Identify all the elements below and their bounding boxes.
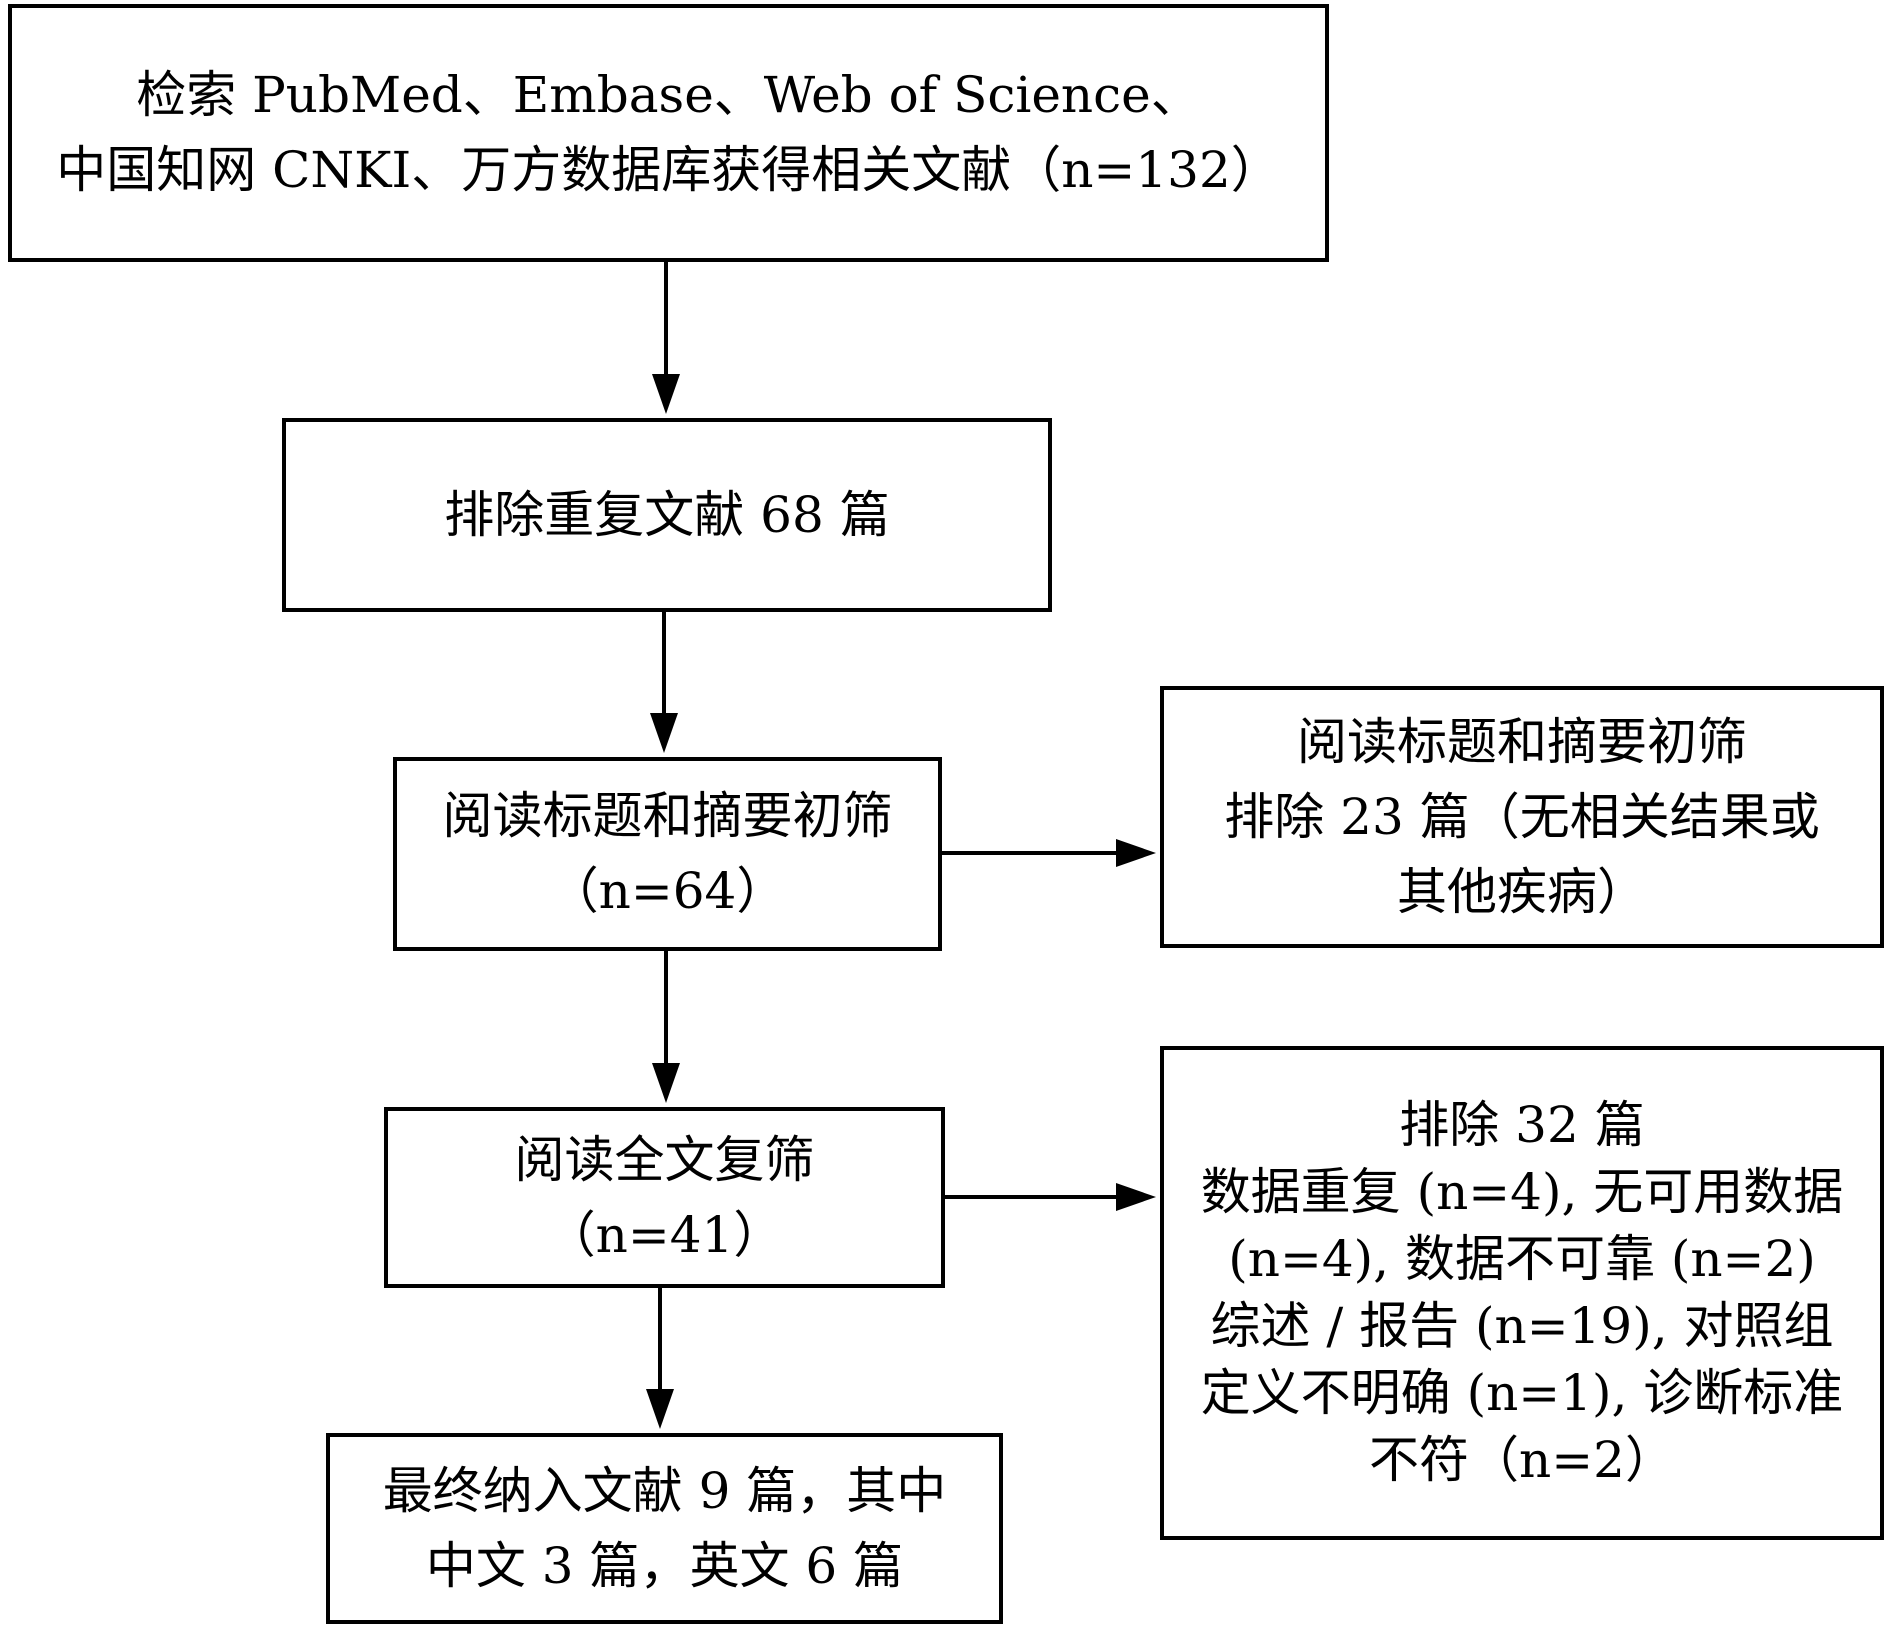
title-abstract-exclusion-line-1: 阅读标题和摘要初筛 <box>1297 712 1747 771</box>
fulltext-box-line-2: （n=41） <box>545 1205 784 1264</box>
fulltext-exclusion-line-1: 排除 32 篇 <box>1399 1096 1645 1154</box>
title-abstract-exclusion-line-2: 排除 23 篇（无相关结果或 <box>1224 787 1820 846</box>
final-box: 最终纳入文献 9 篇，其中 中文 3 篇，英文 6 篇 <box>326 1433 1003 1624</box>
fulltext-box: 阅读全文复筛 （n=41） <box>384 1107 945 1288</box>
final-box-line-2: 中文 3 篇，英文 6 篇 <box>425 1536 904 1595</box>
title-abstract-box: 阅读标题和摘要初筛 （n=64） <box>393 757 942 951</box>
fulltext-exclusion-line-4: 综述 / 报告 (n=19), 对照组 <box>1210 1297 1834 1355</box>
title-abstract-box-line-1: 阅读标题和摘要初筛 <box>442 787 893 845</box>
dedup-box: 排除重复文献 68 篇 <box>282 418 1052 612</box>
title-abstract-exclusion-line-3: 其他疾病） <box>1397 862 1647 921</box>
fulltext-exclusion-line-5: 定义不明确 (n=1), 诊断标准 <box>1200 1364 1844 1422</box>
arrow-title-abstract-to-exclusion <box>942 839 1156 867</box>
dedup-box-line-1: 排除重复文献 68 篇 <box>444 485 890 544</box>
arrow-fulltext-to-final <box>646 1288 674 1429</box>
fulltext-exclusion-line-3: (n=4), 数据不可靠 (n=2) <box>1228 1230 1816 1288</box>
search-box-line-1: 检索 PubMed、Embase、Web of Science、 <box>136 66 1201 124</box>
arrow-title-abstract-to-fulltext <box>652 951 680 1103</box>
search-box-line-2: 中国知网 CNKI、万方数据库获得相关文献（n=132） <box>56 141 1281 199</box>
title-abstract-box-line-2: （n=64） <box>548 862 787 920</box>
search-box: 检索 PubMed、Embase、Web of Science、 中国知网 CN… <box>8 4 1329 262</box>
fulltext-box-line-1: 阅读全文复筛 <box>514 1130 815 1189</box>
arrow-dedup-to-title-abstract <box>650 612 678 753</box>
title-abstract-exclusion-box: 阅读标题和摘要初筛 排除 23 篇（无相关结果或 其他疾病） <box>1160 686 1884 948</box>
arrow-search-to-dedup <box>652 262 680 414</box>
fulltext-exclusion-box: 排除 32 篇 数据重复 (n=4), 无可用数据 (n=4), 数据不可靠 (… <box>1160 1046 1884 1540</box>
fulltext-exclusion-line-2: 数据重复 (n=4), 无可用数据 <box>1200 1163 1844 1221</box>
arrow-fulltext-to-exclusion <box>945 1183 1156 1211</box>
final-box-line-1: 最终纳入文献 9 篇，其中 <box>382 1461 947 1520</box>
fulltext-exclusion-line-6: 不符（n=2） <box>1369 1431 1675 1489</box>
